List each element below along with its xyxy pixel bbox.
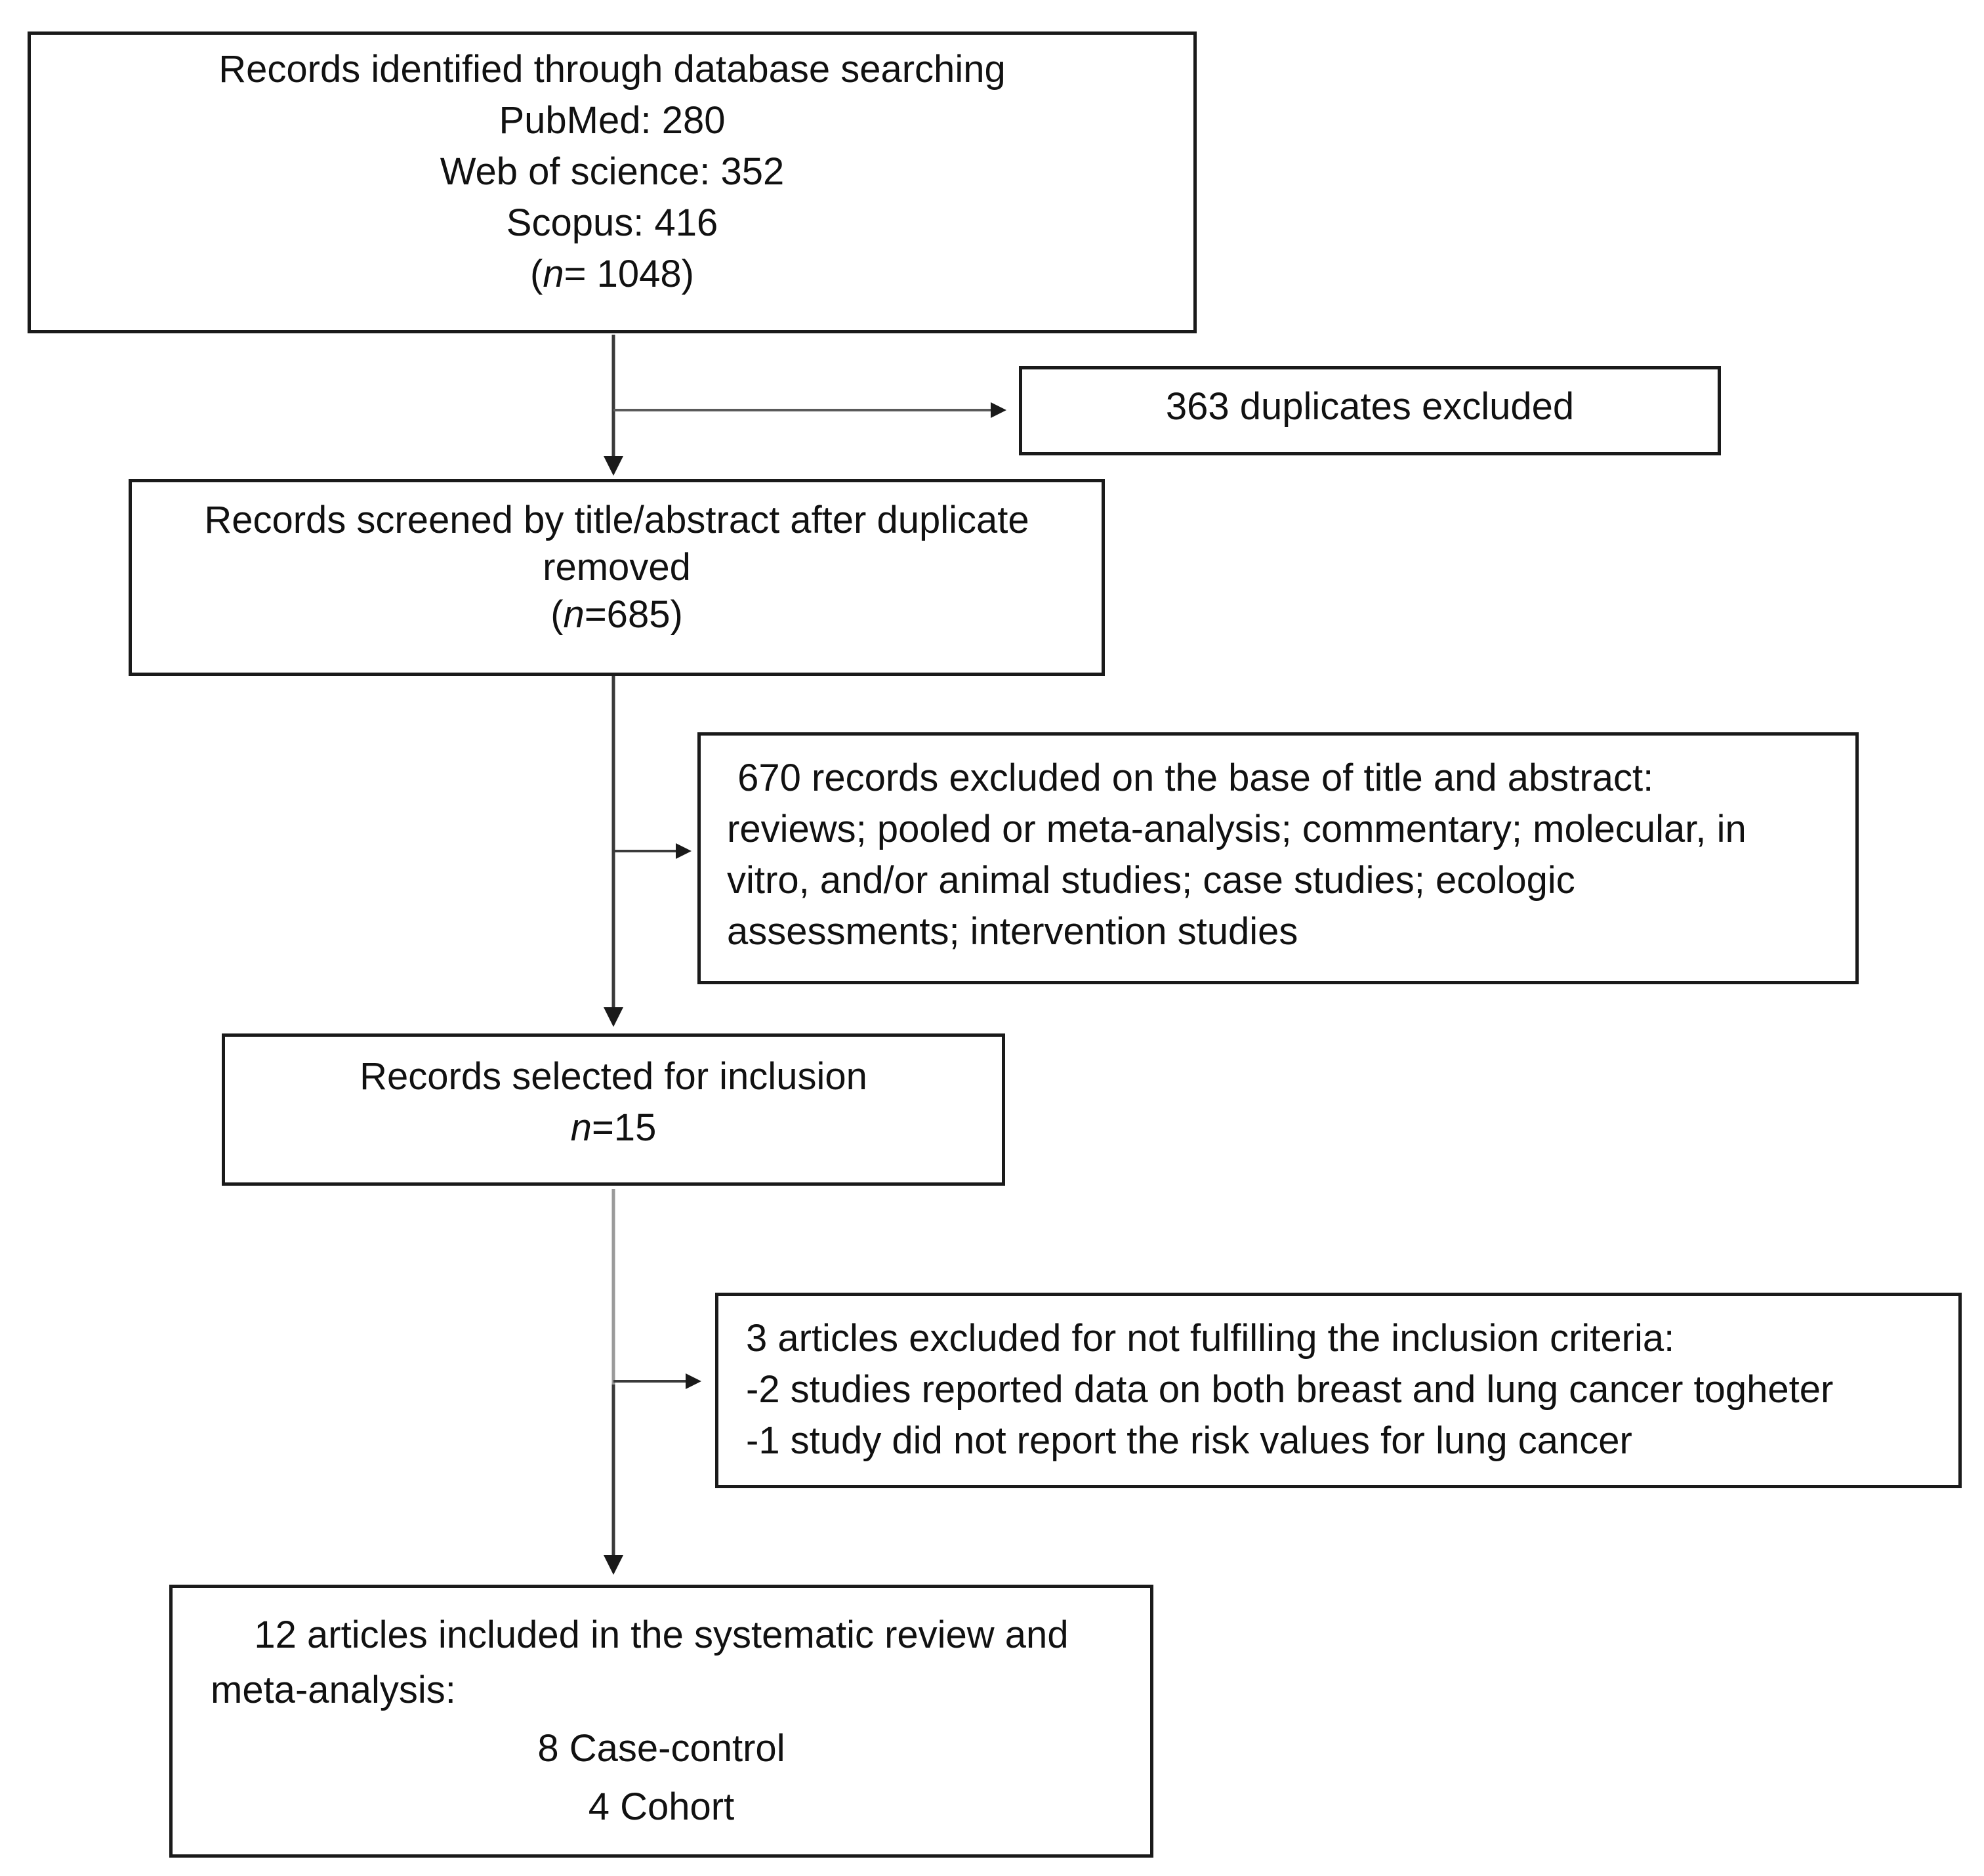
excluded-title-abstract-box: 670 records excluded on the base of titl…	[697, 732, 1859, 984]
screened-box: Records screened by title/abstract after…	[129, 479, 1105, 676]
selected-line-1: Records selected for inclusion	[360, 1055, 867, 1098]
screened-total: (n=685)	[550, 593, 683, 636]
duplicates-text: 363 duplicates excluded	[1165, 385, 1575, 428]
screened-line-2: removed	[543, 546, 691, 589]
included-line-1: 12 articles included in the systematic r…	[254, 1614, 1069, 1656]
identification-total: (n= 1048)	[530, 253, 694, 295]
selected-total: n=15	[570, 1106, 657, 1149]
pubmed-count: PubMed: 280	[499, 99, 726, 142]
included-cohort: 4 Cohort	[588, 1785, 735, 1828]
screened-line-1: Records screened by title/abstract after…	[204, 499, 1029, 541]
excluded-criteria-line-1: 3 articles excluded for not fulfilling t…	[746, 1317, 1675, 1360]
included-case-control: 8 Case-control	[537, 1727, 785, 1770]
identification-title: Records identified through database sear…	[218, 48, 1006, 91]
excluded-title-abstract-line-4: assessments; intervention studies	[727, 910, 1298, 953]
excluded-title-abstract-line-3: vitro, and/or animal studies; case studi…	[727, 859, 1575, 902]
included-box: 12 articles included in the systematic r…	[169, 1585, 1153, 1858]
excluded-criteria-line-2: -2 studies reported data on both breast …	[746, 1368, 1834, 1411]
excluded-criteria-box: 3 articles excluded for not fulfilling t…	[715, 1293, 1962, 1488]
included-line-2: meta-analysis:	[211, 1669, 456, 1711]
excluded-title-abstract-line-2: reviews; pooled or meta-analysis; commen…	[727, 808, 1746, 850]
wos-count: Web of science: 352	[440, 150, 785, 193]
duplicates-box: 363 duplicates excluded	[1019, 366, 1721, 455]
scopus-count: Scopus: 416	[506, 201, 718, 244]
selected-box: Records selected for inclusion n=15	[222, 1033, 1005, 1186]
identification-box: Records identified through database sear…	[28, 31, 1197, 333]
excluded-title-abstract-line-1: 670 records excluded on the base of titl…	[727, 757, 1654, 799]
excluded-criteria-line-3: -1 study did not report the risk values …	[746, 1419, 1632, 1462]
